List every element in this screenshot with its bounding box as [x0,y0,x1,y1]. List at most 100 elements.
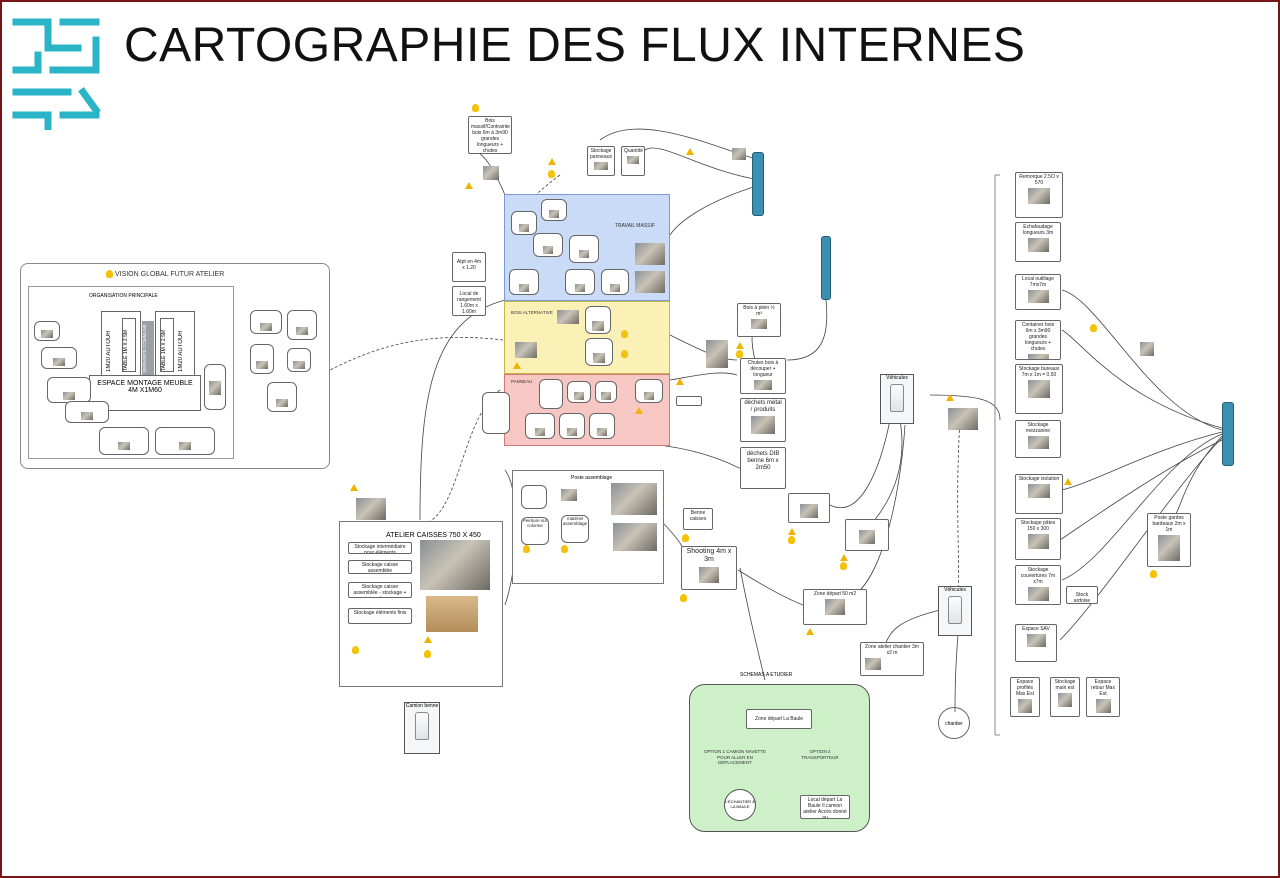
yellow-note [621,330,667,338]
org-heading: ORGANISATION PRINCIPALE [89,293,158,299]
benne-caisses-box: Benne caisses [683,508,713,530]
benne-caisses-label: Benne caisses [689,510,707,522]
schemas-title: SCHEMAS A ETUDIER [740,672,793,678]
yellow-item [585,306,611,334]
table-left-label: TABLE 1M X 2.5M [122,318,136,372]
blue-item [601,269,629,295]
lightbulb-icon [682,534,689,542]
lightbulb-icon [1090,324,1097,332]
stock-ardoise-box: Stock ardoise [1066,586,1098,604]
right-column-item: Local outillage 7mx7m [1015,274,1061,310]
atelier-photo [356,498,386,520]
materiel-label: matériel assemblage [562,516,588,526]
warning-icon [424,636,432,643]
stockage-panneaux-box: Stockage panneaux [587,146,615,176]
warning-icon [946,394,954,401]
warning-icon [686,148,694,155]
right-column-item: Stockage mezzanine [1015,420,1061,458]
chain-note [788,536,842,544]
vision-item [34,321,60,341]
atelier-caisses-panel: ATELIER CAISSES 750 X 450 Stockage inter… [339,521,503,687]
dechets-dib-label: déchets DIB benne 6m x 2m50 [746,451,780,472]
right-column-item-label: Stockage mezzanine [1025,422,1051,434]
chain-note [788,528,842,535]
schemas-end2: Local départ La Baule Il camion atelier … [800,795,850,819]
atelier-row-label: Stockage caisse assemblée [361,562,399,574]
vision-item [287,348,311,372]
chantier-circle: chantier [938,707,970,739]
table-left: 1M20 AUTOUR TABLE 1M X 2.5M [101,311,141,377]
zone-chantier-label: Zone atelier chantier 3m x2 m [865,644,919,656]
right-column-item: Espace profilés Max Est [1010,677,1040,717]
schemas-end1: L'ÉCHANTIER À LA BAULE [724,789,756,821]
red-item [559,413,585,439]
right-column-item-label: Stockage couvertures 7m x7m [1020,567,1056,585]
peinture-label: Peinture sur colonne [522,518,548,528]
chip-atpt: Atpt en 4m x 1.20 [452,252,486,282]
bois-plein-label: Bois à plein ½ m³ [743,305,775,317]
right-note [1090,324,1136,332]
right-column-item: Stockage isolation [1015,474,1063,514]
espace-montage-dim: 4M X1M60 [128,387,162,394]
vehicle-label: Véhicules [886,375,908,381]
right-column-item-photo [1027,436,1049,449]
atelier-note [424,650,486,658]
atelier-photo-1 [420,540,490,590]
chain-note [736,350,788,358]
poste-photo [611,483,657,515]
page-title: CARTOGRAPHIE DES FLUX INTERNES [124,19,1026,72]
warning-icon [513,362,521,369]
right-column-item-photo [1028,188,1050,204]
poste-item [521,485,547,509]
lightbulb-icon [1150,570,1157,578]
atelier-photo-2 [426,596,478,632]
zone-yellow-label: BOIS ALTERNATIVE [511,310,553,315]
right-column-item: Container bois 6m x 3m90 grandes longueu… [1015,320,1061,360]
right-column-item-label: Echafaudage longueurs 3m [1022,224,1054,236]
van-icon [415,712,429,740]
schemas-panel: Zone départ La Baule OPTION 1 CAMION NAV… [689,684,870,832]
top-note [465,182,545,189]
right-column-item-photo [1027,238,1049,252]
red-item [539,379,563,409]
right-column-item-photo [1027,290,1049,303]
poste-note [523,545,553,553]
lightbulb-icon [548,170,555,178]
right-column-item: Stockage main est [1050,677,1080,717]
yellow-photo [557,310,579,324]
vision-heading: VISION GLOBAL FUTUR ATELIER [106,270,224,278]
atelier-row-label: Stockage intermédiaire pour éléments [354,544,406,554]
right-column-item-label: Stockage isolation [1018,476,1060,482]
lightbulb-icon [680,594,687,602]
zone-chantier-box: Zone atelier chantier 3m x2 m [860,642,924,676]
chantier-label: chantier [945,721,963,727]
schemas-end2-label: Local départ La Baule Il camion atelier … [803,797,847,819]
top-note [686,148,730,155]
blue-item [565,269,595,295]
table-right-label: TABLE 1M X 2.5M [160,318,174,372]
right-column-item-label: Stockage main est [1054,679,1076,691]
right-column-item: Espace SAV [1015,624,1057,662]
right-column-item-photo [1095,699,1111,713]
right-column-item-label: Stockage bureaux 7m x 1m = 0.50 [1018,366,1060,378]
zone-blue: TRAVAIL MASSIF [504,194,670,301]
warning-icon [676,378,684,385]
right-column-item: Echafaudage longueurs 3m [1015,222,1061,262]
poste-assemblage-title: Poste assemblage [571,475,613,481]
vision-item [250,344,274,374]
dechets-metal-box: déchets métal / produits [740,398,786,442]
right-column-item-label: Stockage pâtes 150 x 300 [1020,520,1056,532]
van-icon [948,596,962,624]
top-note [548,170,596,178]
red-item [567,381,591,403]
vehicle-box-1: Véhicules [880,374,914,424]
stock-ardoise-label: Stock ardoise [1073,592,1091,604]
blue-item [533,233,563,257]
atelier-note [352,646,392,654]
atelier-row-label: Stockage caisse assemblée - stockage + m… [353,584,407,597]
bois-massif-box: Bois massif/Contrainte bois 6m à 3m90 gr… [468,116,512,154]
stockage-panneaux-label: Stockage panneaux [590,148,612,160]
dechets-dib-box: déchets DIB benne 6m x 2m50 [740,447,786,489]
right-column-item-photo [1027,534,1049,549]
quantite-box: Quantité [621,146,645,176]
